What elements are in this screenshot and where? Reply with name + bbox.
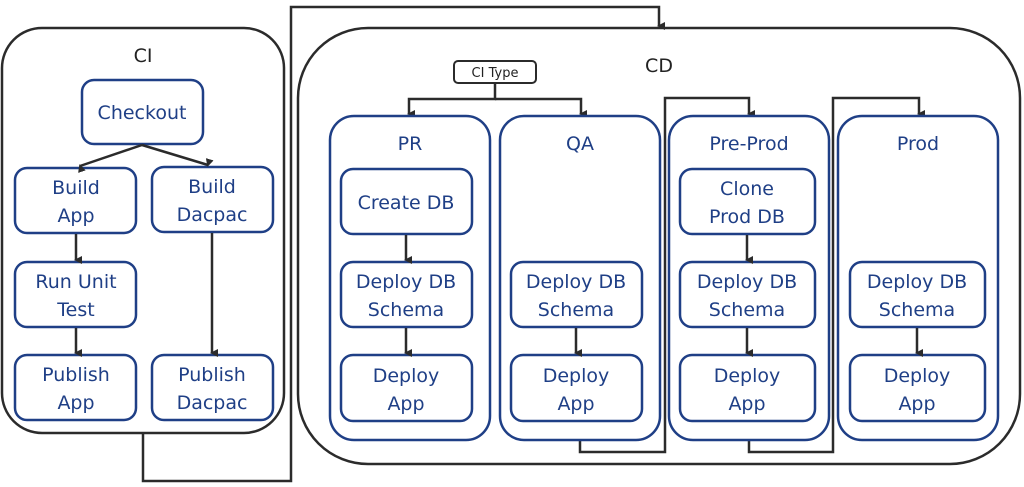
node-build-dacpac[interactable]: Build Dacpac bbox=[150, 165, 275, 234]
step-label: Schema bbox=[879, 299, 955, 321]
step-label: App bbox=[898, 393, 935, 415]
step-deploy-db-schema[interactable]: Deploy DB Schema bbox=[848, 260, 987, 329]
node-label: App bbox=[57, 205, 94, 227]
step-label: Prod DB bbox=[709, 206, 785, 228]
arrow-citype-qa bbox=[495, 97, 587, 118]
step-label: Schema bbox=[709, 299, 785, 321]
arrow-checkout-build-app bbox=[78, 143, 143, 173]
step-label: Deploy DB bbox=[867, 271, 967, 293]
arrow-qa-preprod bbox=[578, 96, 755, 454]
cd-title: CD bbox=[645, 55, 673, 77]
arrow-citype-pr bbox=[407, 84, 497, 118]
step-deploy-app[interactable]: Deploy App bbox=[339, 353, 474, 423]
step-deploy-app[interactable]: Deploy App bbox=[509, 353, 644, 423]
arrow-preprod-prod bbox=[747, 96, 925, 454]
step-label: Deploy bbox=[714, 365, 781, 387]
node-checkout[interactable]: Checkout bbox=[80, 78, 205, 146]
step-label: App bbox=[387, 393, 424, 415]
ci-type-label: CI Type bbox=[472, 66, 519, 81]
node-label: Dacpac bbox=[177, 392, 248, 414]
stage-pr: PR Create DB Deploy DB Schema Deploy App bbox=[328, 114, 492, 442]
stage-qa: QA Deploy DB Schema Deploy App bbox=[498, 114, 662, 442]
ci-type-box[interactable]: CI Type bbox=[453, 60, 537, 84]
node-label: App bbox=[57, 392, 94, 414]
step-label: Deploy bbox=[373, 365, 440, 387]
node-label: Checkout bbox=[98, 102, 187, 124]
step-label: Schema bbox=[538, 299, 614, 321]
node-label: Dacpac bbox=[177, 204, 248, 226]
ci-title: CI bbox=[134, 45, 153, 67]
step-label: Deploy DB bbox=[526, 271, 626, 293]
node-label: Publish bbox=[42, 364, 110, 386]
node-label: Build bbox=[188, 176, 236, 198]
node-run-unit-test[interactable]: Run Unit Test bbox=[13, 260, 138, 329]
step-label: Deploy bbox=[543, 365, 610, 387]
step-label: Clone bbox=[720, 178, 774, 200]
step-label: App bbox=[728, 393, 765, 415]
stage-title: Pre-Prod bbox=[709, 133, 788, 155]
node-label: Test bbox=[56, 299, 94, 321]
step-label: Deploy bbox=[884, 365, 951, 387]
step-deploy-db-schema[interactable]: Deploy DB Schema bbox=[339, 260, 474, 329]
step-label: Deploy DB bbox=[356, 271, 456, 293]
node-publish-app[interactable]: Publish App bbox=[13, 353, 138, 422]
ci-to-cd-connector bbox=[141, 5, 665, 483]
node-label: Build bbox=[52, 177, 100, 199]
step-label: Schema bbox=[368, 299, 444, 321]
stage-prod: Prod Deploy DB Schema Deploy App bbox=[836, 114, 1000, 442]
step-deploy-db-schema[interactable]: Deploy DB Schema bbox=[678, 260, 817, 329]
node-publish-dacpac[interactable]: Publish Dacpac bbox=[150, 353, 275, 422]
step-label: Deploy DB bbox=[697, 271, 797, 293]
step-deploy-app[interactable]: Deploy App bbox=[678, 353, 817, 423]
step-create-db[interactable]: Create DB bbox=[339, 167, 474, 236]
stage-pre-prod: Pre-Prod Clone Prod DB Deploy DB Schema … bbox=[667, 114, 831, 442]
arrow-checkout-build-dacpac bbox=[141, 143, 214, 167]
node-label: Run Unit bbox=[35, 271, 116, 293]
stage-title: QA bbox=[566, 133, 594, 155]
step-clone-prod-db[interactable]: Clone Prod DB bbox=[678, 167, 817, 236]
stage-title: PR bbox=[398, 133, 423, 155]
stage-title: Prod bbox=[897, 133, 939, 155]
node-label: Publish bbox=[178, 364, 246, 386]
step-label: App bbox=[557, 393, 594, 415]
node-build-app[interactable]: Build App bbox=[13, 166, 138, 235]
step-label: Create DB bbox=[358, 192, 455, 214]
step-deploy-app[interactable]: Deploy App bbox=[848, 353, 987, 423]
step-deploy-db-schema[interactable]: Deploy DB Schema bbox=[509, 260, 644, 329]
